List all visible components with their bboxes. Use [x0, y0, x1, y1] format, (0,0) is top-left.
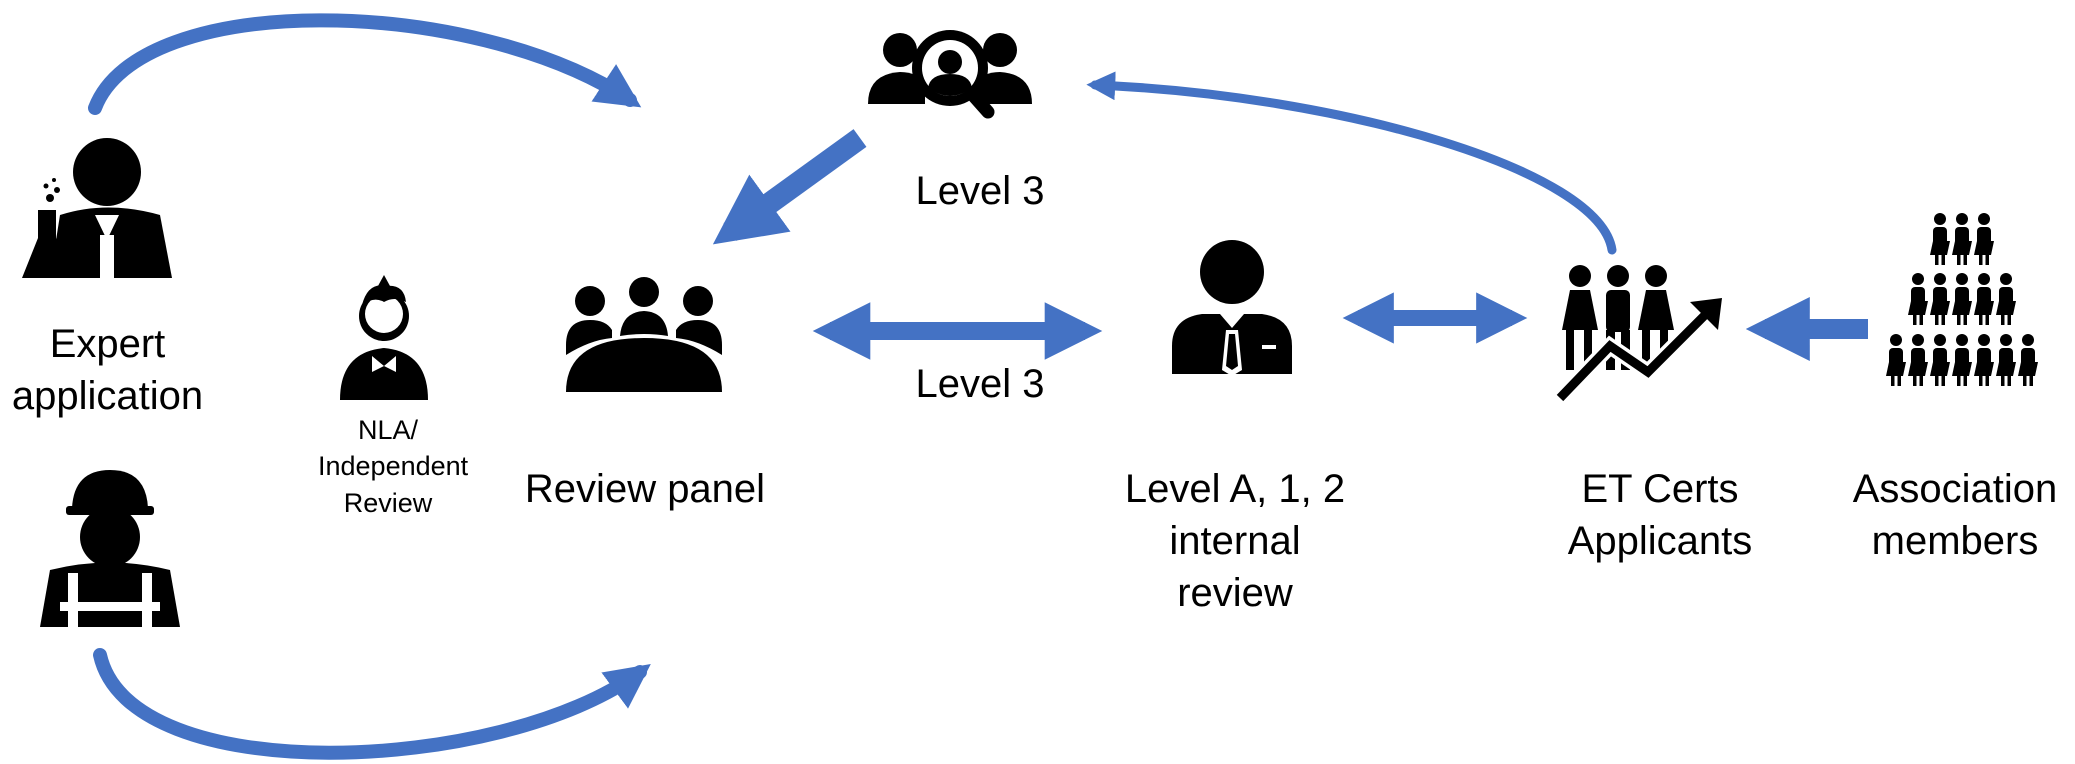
curved-arrow-etcerts-to-level3: [1086, 71, 1617, 255]
nla-review-line-2: Independent: [318, 451, 469, 482]
nla-review-line-3: Review: [343, 487, 433, 518]
arrow-level3-to-panel: [712, 129, 867, 245]
curved-arrow-worker-to-panel: [93, 648, 651, 760]
nla-review-label: NLA/ Independent Review: [318, 412, 469, 521]
level3-top-label: Level 3: [915, 169, 1045, 213]
association-line-1: Association: [1852, 467, 2058, 511]
construction-worker-icon: [40, 470, 180, 627]
nla-review-line-1: NLA/: [357, 415, 419, 445]
scientist-icon: [22, 138, 172, 278]
student-icon: [340, 275, 428, 400]
crowd-pyramid-icon: [1886, 213, 2038, 386]
meeting-table-icon: [566, 277, 722, 392]
et-certs-line-1: ET Certs: [1581, 467, 1739, 511]
internal-review-label: Level A, 1, 2 internal review: [1105, 463, 1365, 619]
businessman-icon: [1172, 240, 1292, 376]
expert-application-line-2: application: [11, 374, 204, 418]
internal-review-line-1: Level A, 1, 2: [1124, 467, 1346, 511]
review-panel-label: Review panel: [524, 467, 766, 511]
internal-review-line-3: review: [1177, 571, 1293, 615]
expert-application-line-1: Expert: [49, 322, 166, 366]
et-certs-label: ET Certs Applicants: [1545, 463, 1775, 567]
association-line-2: members: [1871, 519, 2039, 563]
curved-arrow-expert-to-panel: [88, 13, 642, 115]
internal-review-line-2: internal: [1169, 519, 1301, 563]
search-group-icon: [868, 30, 1032, 119]
et-certs-line-2: Applicants: [1567, 519, 1753, 563]
growth-group-icon: [1554, 265, 1722, 404]
expert-application-label: Expert application: [0, 318, 215, 422]
level3-middle-label: Level 3: [915, 362, 1045, 406]
association-label: Association members: [1840, 463, 2070, 567]
